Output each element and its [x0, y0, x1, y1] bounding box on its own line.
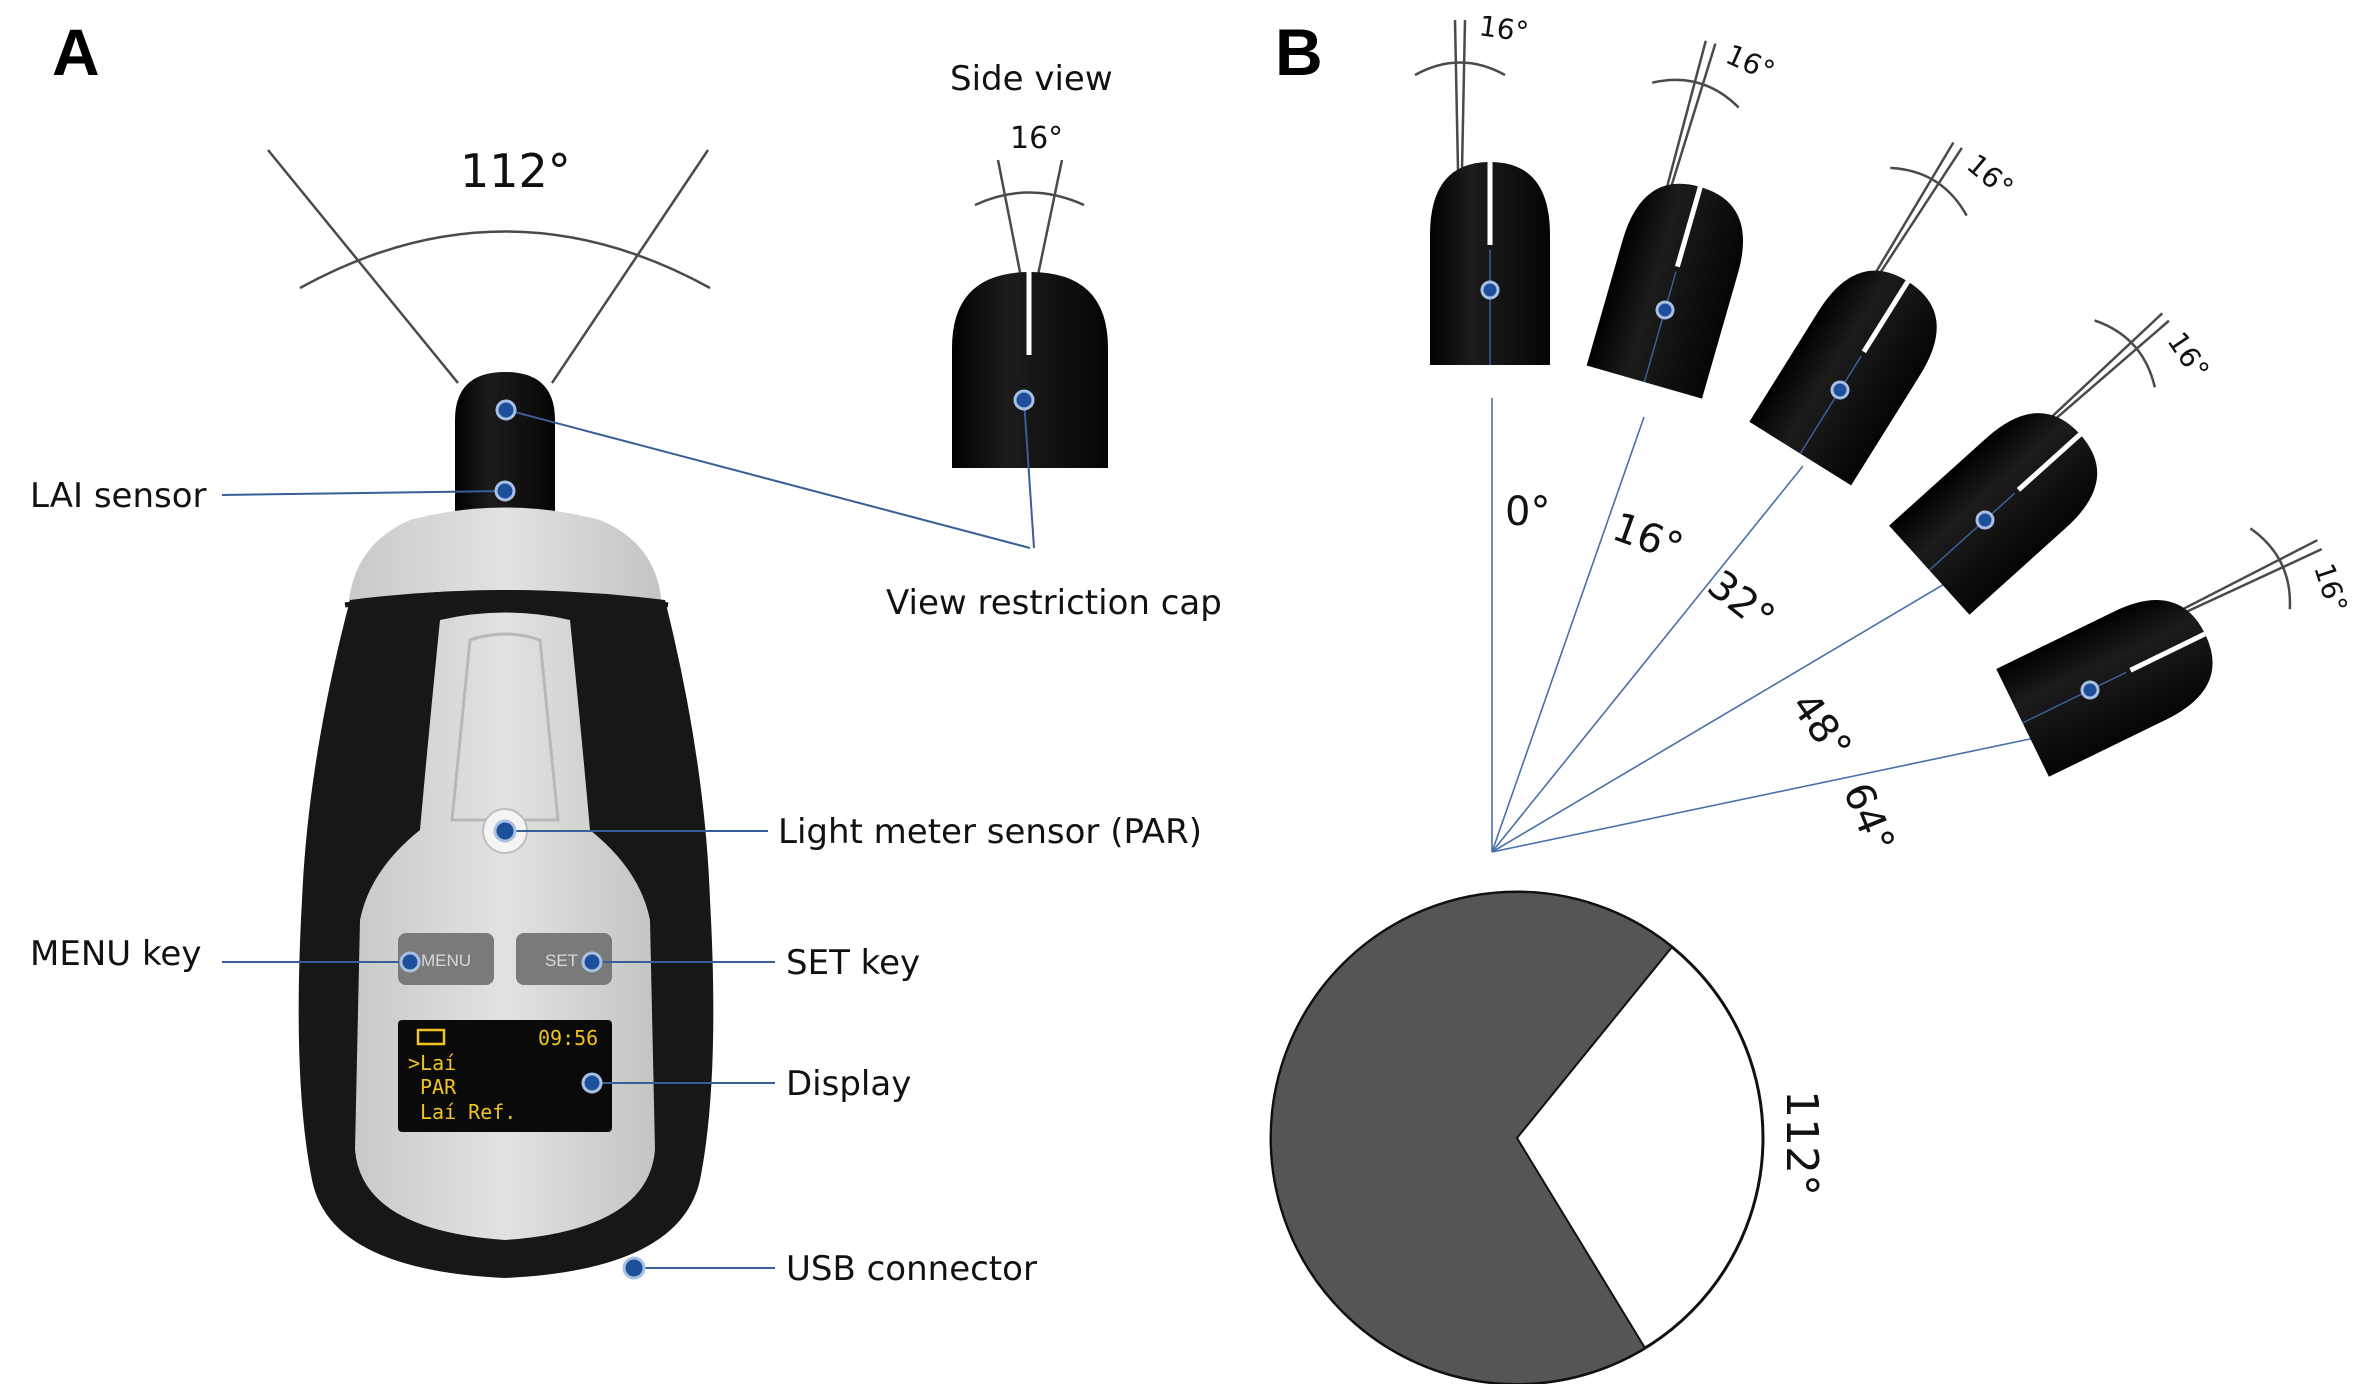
- tilted-cap-4-arc: [2249, 527, 2292, 610]
- label-lai-sensor: LAI sensor: [30, 476, 207, 516]
- tilted-cap-0: 16°: [1414, 9, 1550, 365]
- set-button[interactable]: [516, 933, 612, 985]
- tilted-cap-2: 16°: [1749, 141, 2020, 486]
- tilted-cap-3-arc: [2094, 319, 2157, 388]
- tilted-cap-1-dot: [1655, 300, 1675, 320]
- label-usb-connector: USB connector: [786, 1249, 1037, 1289]
- tilted-cap-2-angle-label: 16°: [1960, 147, 2019, 204]
- battery-icon: [416, 1028, 446, 1046]
- menu-button[interactable]: [398, 933, 494, 985]
- panel-b: B 0° 16° 32° 48° 64° 16° 16° 16° 16° 16° 112…: [1269, 9, 2354, 1384]
- screen-line-3: Laí Ref.: [420, 1100, 516, 1124]
- panel-a: A 112° MENU SET: [30, 15, 1222, 1289]
- panel-a-letter: A: [52, 15, 100, 89]
- tilted-cap-1-angle-label: 16°: [1721, 38, 1780, 88]
- side-view-cap: [952, 159, 1108, 468]
- dot-cap-head: [495, 399, 517, 421]
- tilted-cap-2-dot: [1830, 380, 1850, 400]
- tilted-cap-1-arc: [1651, 78, 1740, 109]
- tilted-cap-0-angle-label: 16°: [1477, 9, 1531, 49]
- ray-16: [1491, 416, 1645, 853]
- dot-side-view-cap: [1013, 389, 1035, 411]
- screen-line-2: PAR: [420, 1075, 457, 1099]
- dot-par: [493, 819, 517, 843]
- tilt-label-16: 16°: [1607, 504, 1689, 571]
- dot-usb: [622, 1256, 646, 1280]
- screen-line-1: >Laí: [408, 1051, 456, 1075]
- tilted-cap-1-slit: [1675, 186, 1703, 268]
- front-ridge: [450, 632, 560, 822]
- device: MENU SET 09:56 >Laí PAR Laí Ref.: [298, 372, 714, 1278]
- fov-angle-label: 112°: [460, 144, 571, 198]
- dot-menu: [399, 951, 421, 973]
- dot-lai-sensor: [494, 480, 516, 502]
- label-light-meter-sensor: Light meter sensor (PAR): [778, 812, 1202, 852]
- lai-sensor-head: [455, 372, 555, 525]
- tilt-label-0: 0°: [1505, 489, 1550, 535]
- tilted-cap-2-slit: [1861, 280, 1910, 354]
- device-display: [398, 1020, 612, 1132]
- leader-cap-side: [1023, 399, 1035, 549]
- tilted-cap-1: 16°: [1586, 38, 1780, 399]
- menu-button-label: MENU: [421, 951, 471, 970]
- tilted-cap-3-angle-label: 16°: [2161, 326, 2216, 386]
- tilted-cap-0-arc: [1414, 61, 1506, 77]
- tilted-cap-4-angle-label: 16°: [2307, 559, 2354, 616]
- side-view-arc: [974, 191, 1085, 207]
- fov-left-line: [267, 149, 459, 384]
- tilt-label-32: 32°: [1699, 562, 1783, 642]
- side-view-title: Side view: [950, 59, 1113, 99]
- circle-angle-label: 112°: [1776, 1090, 1827, 1196]
- tilted-caps: 16° 16° 16° 16° 16°: [1414, 9, 2354, 777]
- fov-diagram: [267, 149, 711, 384]
- tilted-cap-4-slit: [2129, 631, 2207, 673]
- tilted-cap-4-axis: [2022, 671, 2127, 724]
- tilted-cap-2-axis: [1799, 355, 1862, 455]
- label-set-key: SET key: [786, 943, 920, 983]
- leader-lai-sensor: [221, 490, 506, 496]
- tilted-cap-1-axis: [1643, 271, 1677, 383]
- dot-set: [581, 951, 603, 973]
- fov-arc: [299, 230, 711, 290]
- set-button-label: SET: [545, 951, 578, 970]
- side-view-cap-body: [952, 272, 1108, 468]
- fov-right-line: [550, 149, 710, 384]
- leader-cap-head: [506, 409, 1031, 549]
- dot-display: [581, 1072, 603, 1094]
- tilted-cap-3-axis: [1928, 492, 2016, 571]
- tilted-cap-0-dot: [1480, 280, 1500, 300]
- ray-32: [1491, 465, 1804, 853]
- leader-lines: [221, 399, 1035, 1269]
- label-menu-key: MENU key: [30, 934, 201, 974]
- ray-48: [1491, 582, 1947, 853]
- side-view-angle-label: 16°: [1010, 121, 1063, 156]
- tilt-rays: [1491, 398, 2050, 853]
- tilted-cap-2-body: [1749, 270, 1937, 486]
- angle-circle: [1269, 890, 1765, 1384]
- tilted-cap-3-slit: [2016, 432, 2082, 492]
- screen-time: 09:56: [538, 1026, 598, 1050]
- device-collar: [348, 507, 662, 610]
- tilted-cap-3-dot: [1975, 510, 1995, 530]
- tilted-cap-2-arc: [1890, 166, 1968, 217]
- tilted-cap-1-body: [1586, 183, 1744, 399]
- label-view-restriction-cap: View restriction cap: [886, 583, 1222, 623]
- circle-gray-sector: [1269, 890, 1674, 1384]
- ray-64: [1491, 734, 2050, 853]
- label-display: Display: [786, 1064, 911, 1104]
- panel-b-letter: B: [1275, 15, 1323, 89]
- tilt-label-64: 64°: [1834, 777, 1903, 860]
- sensor-dots: [399, 389, 1035, 1280]
- tilt-label-48: 48°: [1782, 684, 1860, 768]
- tilted-cap-4-dot: [2080, 680, 2100, 700]
- tilted-cap-4-body: [1996, 600, 2213, 777]
